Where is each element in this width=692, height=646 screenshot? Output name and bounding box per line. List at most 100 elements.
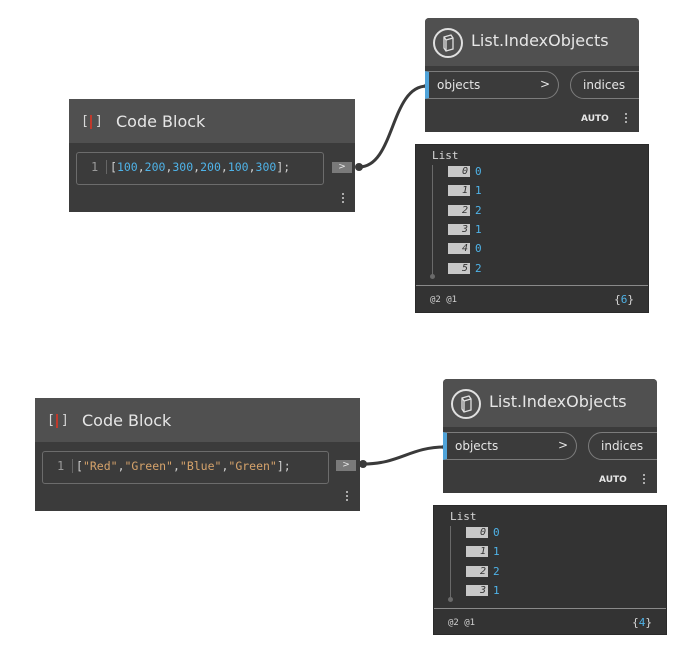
preview-item-index: 3 bbox=[448, 223, 470, 235]
indices-input-port[interactable]: indices bbox=[570, 71, 639, 99]
preview-item-value: 2 bbox=[493, 564, 500, 578]
objects-input-port[interactable]: objects > bbox=[425, 71, 559, 99]
preview-item-index: 0 bbox=[466, 527, 488, 538]
code-block-icon: [] bbox=[81, 114, 103, 129]
node-menu-icon[interactable] bbox=[625, 113, 628, 125]
indices-port-label: indices bbox=[583, 78, 626, 92]
code-punctuation: ]; bbox=[276, 160, 291, 174]
objects-port-chevron: > bbox=[539, 77, 550, 91]
code-block-title: Code Block bbox=[116, 112, 206, 131]
code-string: "Green" bbox=[124, 459, 173, 473]
code-number: 200 bbox=[144, 160, 166, 174]
wire-graph1[interactable] bbox=[358, 84, 428, 169]
preview-item-index: 5 bbox=[448, 262, 470, 274]
code-punctuation: , bbox=[165, 160, 173, 174]
indices-port-label: indices bbox=[601, 439, 644, 453]
list-index-icon bbox=[433, 28, 463, 58]
wire-graph1-start-dot bbox=[355, 163, 363, 171]
preview-tree-line bbox=[450, 526, 451, 598]
list-index-icon bbox=[451, 389, 481, 419]
output-port[interactable]: > bbox=[332, 162, 352, 173]
preview-item-index: 1 bbox=[448, 185, 470, 197]
code-block-icon: [] bbox=[47, 413, 69, 428]
code-editor[interactable]: 1 ["Red","Green","Blue","Green"]; bbox=[42, 451, 329, 484]
objects-port-chevron: > bbox=[557, 438, 568, 452]
code-punctuation: ]; bbox=[276, 459, 291, 473]
code-string: "Red" bbox=[82, 459, 118, 473]
code-punctuation: , bbox=[193, 160, 201, 174]
preview-tree-line bbox=[432, 165, 433, 275]
code-block-node[interactable]: [] Code Block 1 [100,200,300,200,100,300… bbox=[69, 99, 355, 212]
code-editor[interactable]: 1 [100,200,300,200,100,300]; bbox=[76, 152, 324, 185]
preview-item-value: 1 bbox=[475, 222, 482, 236]
code-number: 300 bbox=[255, 160, 277, 174]
index-objects-title: List.IndexObjects bbox=[489, 392, 627, 411]
preview-item-value: 2 bbox=[475, 261, 482, 275]
code-punctuation: , bbox=[248, 160, 256, 174]
index-objects-title: List.IndexObjects bbox=[471, 31, 609, 50]
preview-item-index: 0 bbox=[448, 166, 470, 177]
code-punctuation: , bbox=[221, 459, 229, 473]
code-punctuation: [ bbox=[76, 459, 83, 473]
index-objects-node[interactable]: List.IndexObjects objects > indices AUTO bbox=[425, 18, 639, 132]
node-menu-icon[interactable] bbox=[346, 491, 349, 503]
preview-tree-end bbox=[448, 597, 453, 602]
output-port[interactable]: > bbox=[336, 460, 356, 471]
preview-list-title: List bbox=[432, 149, 459, 162]
preview-item-value: 0 bbox=[475, 165, 482, 178]
code-punctuation: [ bbox=[110, 160, 117, 174]
code-punctuation: , bbox=[137, 160, 145, 174]
code-block-title: Code Block bbox=[82, 411, 172, 430]
code-punctuation: , bbox=[220, 160, 228, 174]
preview-tree-end bbox=[430, 274, 435, 279]
code-block-header[interactable]: [] Code Block bbox=[69, 99, 355, 143]
node-menu-icon[interactable] bbox=[342, 193, 345, 205]
code-text[interactable]: ["Red","Green","Blue","Green"]; bbox=[72, 459, 291, 473]
indices-input-port[interactable]: indices bbox=[588, 432, 657, 460]
preview-item-value: 0 bbox=[475, 242, 482, 256]
code-string: "Blue" bbox=[179, 459, 222, 473]
code-punctuation: , bbox=[117, 459, 125, 473]
preview-item-index: 2 bbox=[466, 565, 488, 577]
preview-count: {6} bbox=[614, 293, 634, 306]
node-menu-icon[interactable] bbox=[643, 474, 646, 486]
code-number: 300 bbox=[172, 160, 194, 174]
preview-separator bbox=[416, 285, 648, 286]
code-punctuation: , bbox=[172, 459, 180, 473]
preview-item-value: 1 bbox=[475, 184, 482, 198]
line-number: 1 bbox=[57, 459, 65, 473]
preview-item-value: 1 bbox=[493, 583, 500, 597]
index-objects-header[interactable]: List.IndexObjects bbox=[443, 379, 657, 427]
objects-port-label: objects bbox=[437, 78, 481, 92]
objects-port-label: objects bbox=[455, 439, 499, 453]
code-string: "Green" bbox=[228, 459, 277, 473]
code-block-node[interactable]: [] Code Block 1 ["Red","Green","Blue","G… bbox=[35, 398, 360, 511]
preview-item-value: 0 bbox=[493, 526, 500, 539]
index-objects-node[interactable]: List.IndexObjects objects > indices AUTO bbox=[443, 379, 657, 493]
preview-item-index: 4 bbox=[448, 243, 470, 255]
code-block-header[interactable]: [] Code Block bbox=[35, 398, 360, 442]
preview-count: {4} bbox=[632, 616, 652, 629]
wire-graph2[interactable] bbox=[362, 445, 446, 466]
preview-item-value: 2 bbox=[475, 203, 482, 217]
preview-item-index: 1 bbox=[466, 546, 488, 558]
lacing-auto-label[interactable]: AUTO bbox=[581, 114, 609, 124]
lacing-auto-label[interactable]: AUTO bbox=[599, 475, 627, 485]
objects-input-port[interactable]: objects > bbox=[443, 432, 577, 460]
line-number: 1 bbox=[91, 160, 99, 174]
preview-list-title: List bbox=[450, 510, 477, 523]
preview-levels: @2 @1 bbox=[448, 618, 476, 628]
index-objects-header[interactable]: List.IndexObjects bbox=[425, 18, 639, 66]
code-number: 200 bbox=[200, 160, 221, 174]
preview-item-value: 1 bbox=[493, 545, 500, 559]
code-number: 100 bbox=[227, 160, 249, 174]
preview-item-index: 3 bbox=[466, 584, 488, 596]
code-number: 100 bbox=[116, 160, 138, 174]
preview-item-index: 2 bbox=[448, 204, 470, 216]
wire-graph2-start-dot bbox=[359, 460, 367, 468]
code-text[interactable]: [100,200,300,200,100,300]; bbox=[106, 160, 290, 174]
preview-separator bbox=[434, 608, 666, 609]
